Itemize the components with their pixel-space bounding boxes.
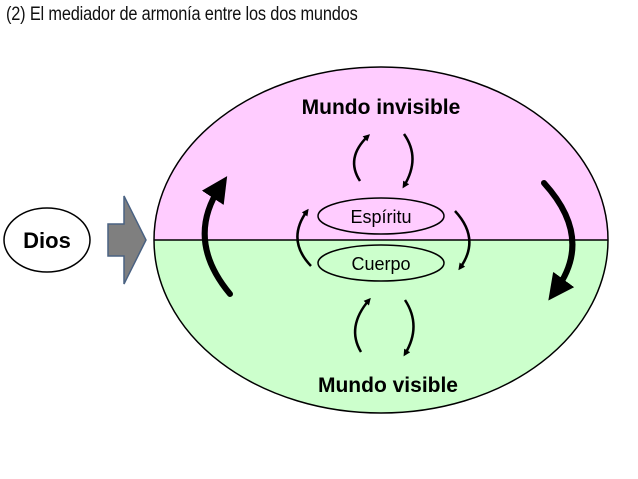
inner-top-ellipse [317, 197, 445, 235]
inner-top-label: Espíritu [350, 207, 411, 227]
inner-bottom-label: Cuerpo [351, 254, 410, 274]
large-circulation-arrow-right-icon [541, 180, 576, 301]
slide-title: (2) El mediador de armonía entre los dos… [6, 4, 358, 25]
lower-world-region [154, 240, 608, 413]
inner-bottom-ellipse [317, 244, 445, 282]
inner-cycle-right-arrow-icon [454, 210, 471, 271]
upper-world-region [154, 67, 608, 240]
lower-world-label: Mundo visible [318, 374, 458, 397]
inner-cycle-left-arrow-icon [296, 208, 312, 267]
lower-cycle-right-arrow-icon [403, 299, 415, 357]
input-arrow-icon [107, 195, 147, 285]
upper-world-label: Mundo invisible [302, 96, 461, 119]
large-circulation-arrow-left-icon [201, 176, 233, 297]
world-outline [153, 66, 609, 414]
lower-cycle-left-arrow-icon [353, 297, 371, 353]
source-ellipse [3, 207, 91, 273]
upper-cycle-right-arrow-icon [402, 133, 414, 189]
source-label: Dios [23, 228, 71, 253]
upper-cycle-left-arrow-icon [352, 134, 371, 182]
